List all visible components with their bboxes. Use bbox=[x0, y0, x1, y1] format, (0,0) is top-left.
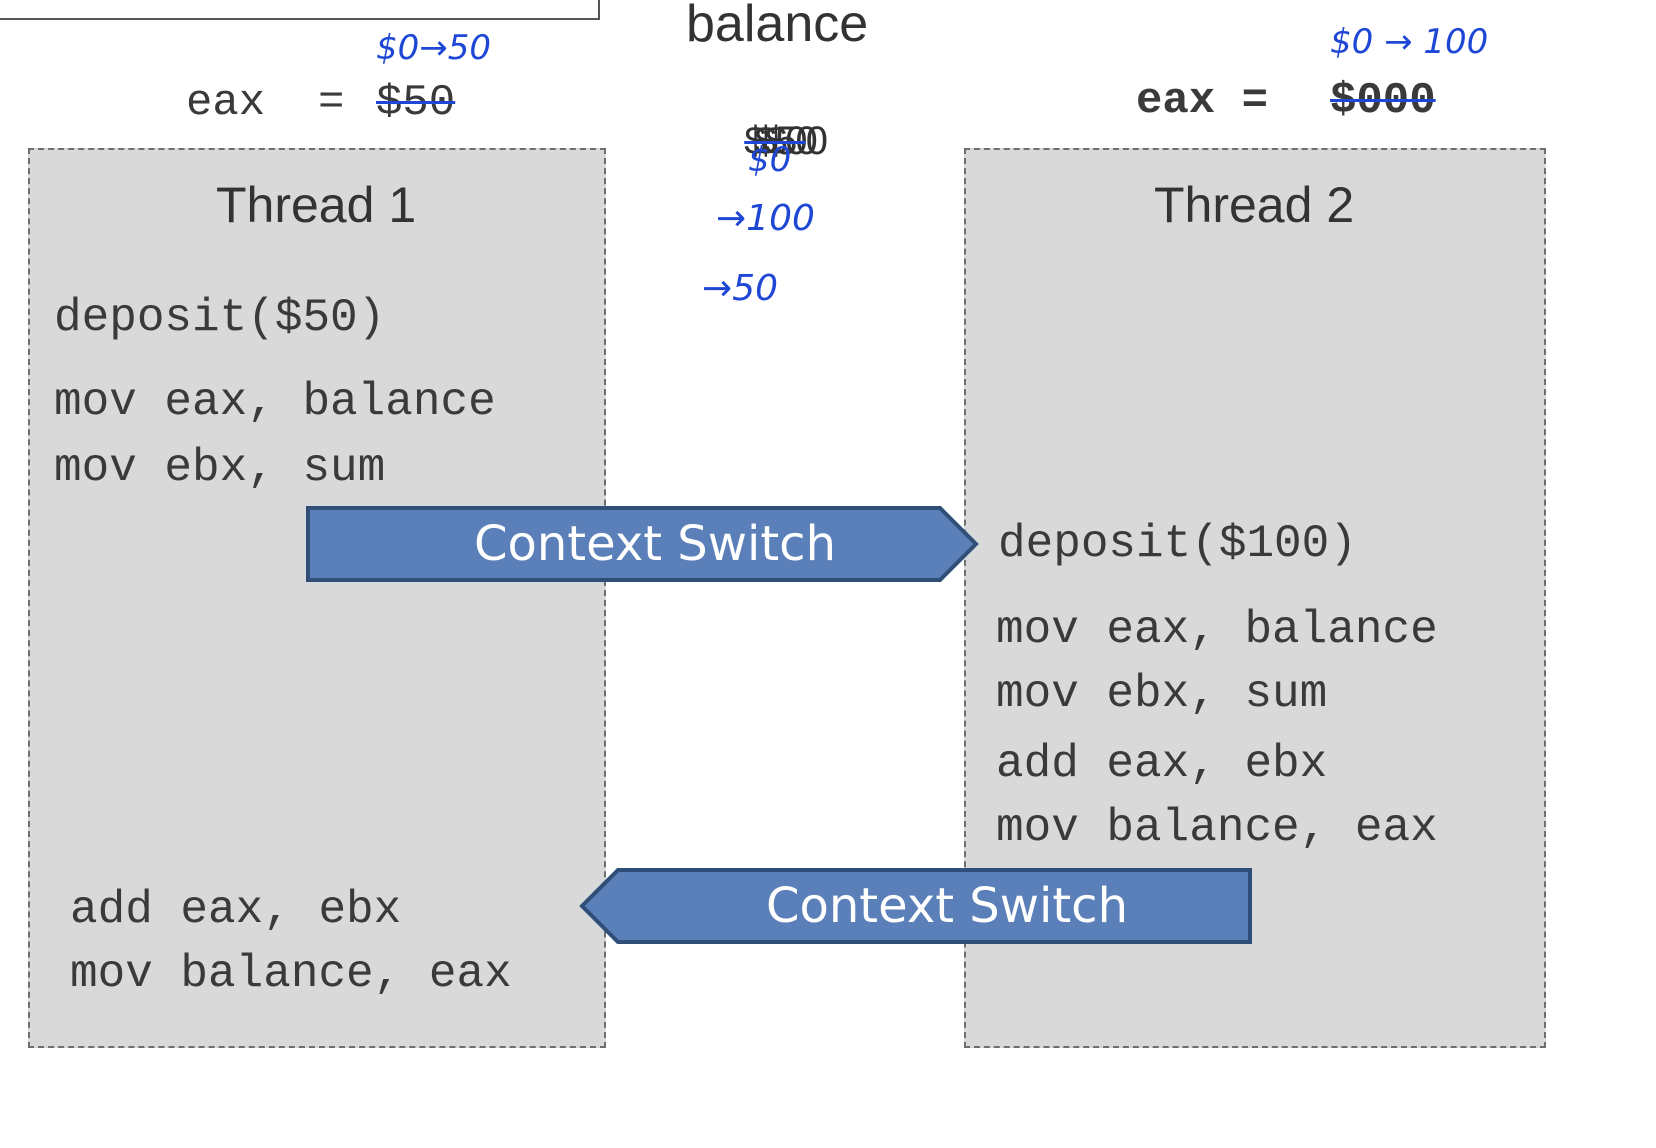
thread2-line-4: mov balance, eax bbox=[996, 802, 1438, 854]
thread1-line-0: deposit($50) bbox=[54, 292, 386, 344]
thread2-eax-annotation: $0 → 100 bbox=[1330, 22, 1489, 62]
thread2-line-3: add eax, ebx bbox=[996, 738, 1328, 790]
thread2-eax-label: eax = bbox=[1136, 76, 1295, 126]
thread2-line-0: deposit($100) bbox=[998, 518, 1357, 570]
context-switch-forward-arrow bbox=[306, 506, 979, 582]
thread1-line-4: mov balance, eax bbox=[70, 948, 512, 1000]
thread2-title: Thread 2 bbox=[1154, 177, 1355, 233]
thread1-eax-value: $50 bbox=[376, 78, 456, 128]
balance-label: balance bbox=[686, 0, 869, 53]
balance-scribble-struck: $$$500 bbox=[744, 119, 818, 163]
thread1-eax-label: eax = bbox=[186, 78, 371, 128]
context-switch-backward-label: Context Switch bbox=[766, 878, 1128, 934]
top-frame bbox=[0, 0, 600, 20]
balance-history-0: $0 bbox=[748, 140, 792, 180]
thread2-line-2: mov ebx, sum bbox=[996, 668, 1328, 720]
thread1-eax-annotation: $0→50 bbox=[376, 28, 492, 68]
balance-history-2: →50 bbox=[702, 268, 778, 309]
thread2-eax-value: $000 bbox=[1330, 76, 1436, 126]
thread1-line-2: mov ebx, sum bbox=[54, 442, 386, 494]
thread1-panel bbox=[28, 148, 606, 1048]
thread1-line-1: mov eax, balance bbox=[54, 376, 496, 428]
balance-history-1: →100 bbox=[716, 198, 815, 239]
balance-scribble: $$$5000 bbox=[722, 74, 828, 164]
thread2-line-1: mov eax, balance bbox=[996, 604, 1438, 656]
context-switch-backward-arrow bbox=[579, 868, 1252, 944]
thread1-line-3: add eax, ebx bbox=[70, 884, 402, 936]
balance-scribble-tail: 0 bbox=[805, 119, 828, 163]
context-switch-forward-label: Context Switch bbox=[474, 516, 836, 572]
thread1-title: Thread 1 bbox=[216, 177, 417, 233]
